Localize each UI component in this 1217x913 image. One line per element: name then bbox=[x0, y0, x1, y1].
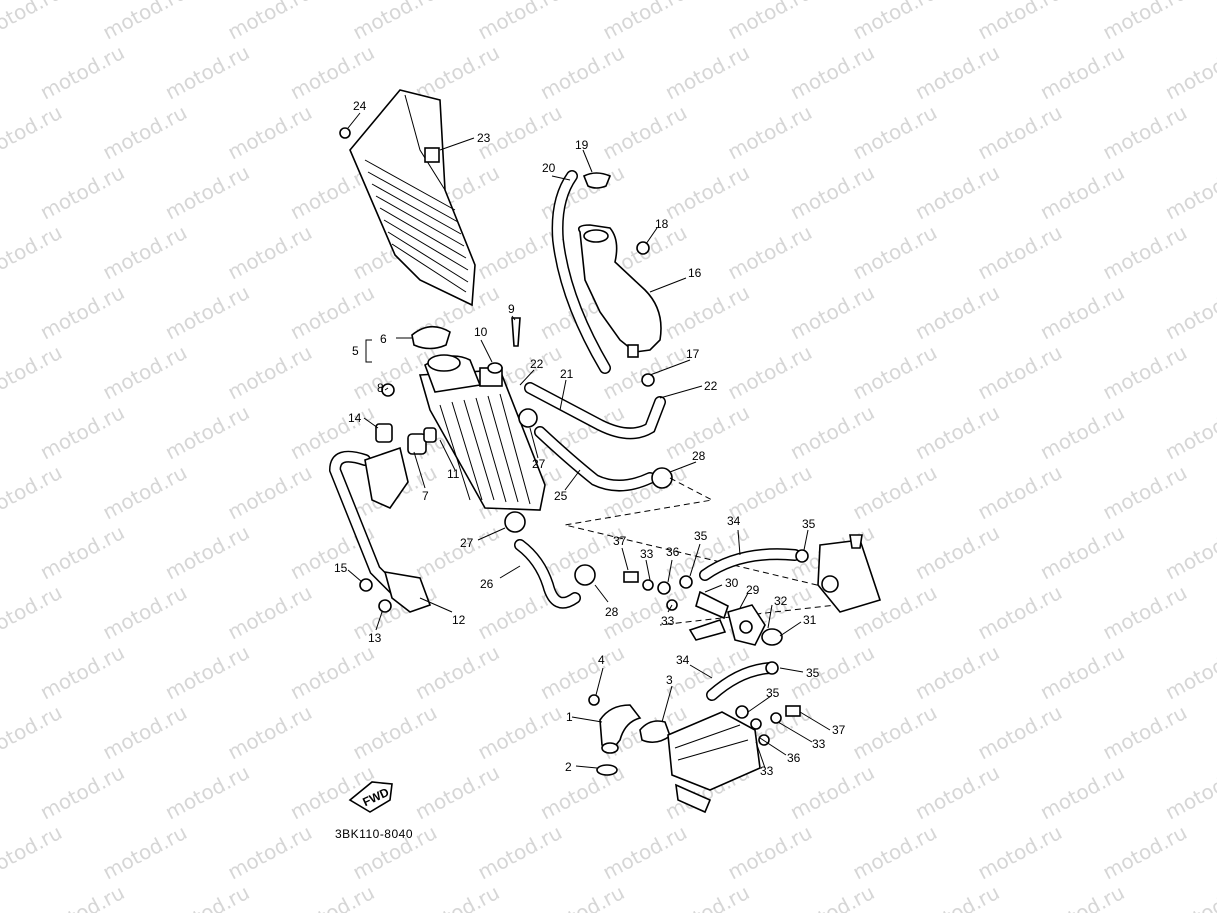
callout-10: 10 bbox=[474, 325, 488, 339]
callout-35-middle: 35 bbox=[694, 529, 708, 543]
leader-lines bbox=[347, 112, 831, 769]
callout-3: 3 bbox=[666, 673, 673, 687]
callout-22-upper: 22 bbox=[530, 357, 544, 371]
callout-37-upper: 37 bbox=[613, 534, 627, 548]
callout-4: 4 bbox=[598, 653, 605, 667]
thermostat-housing bbox=[688, 590, 783, 646]
cylinder-head bbox=[667, 705, 801, 814]
callout-21: 21 bbox=[560, 367, 574, 381]
callout-35-lower-a: 35 bbox=[806, 666, 820, 680]
callout-11: 11 bbox=[447, 467, 460, 481]
callout-30: 30 bbox=[725, 576, 739, 590]
callout-28-lower: 28 bbox=[605, 605, 619, 619]
callout-28-upper: 28 bbox=[692, 449, 706, 463]
callout-14: 14 bbox=[348, 411, 362, 425]
callout-35-lower-b: 35 bbox=[766, 686, 780, 700]
callout-1: 1 bbox=[566, 710, 573, 724]
callout-17: 17 bbox=[686, 347, 700, 361]
outlet-pipe bbox=[588, 694, 642, 776]
callout-33-upper: 33 bbox=[640, 547, 654, 561]
diagram-code: 3BK110-8040 bbox=[335, 827, 413, 841]
callout-12: 12 bbox=[452, 613, 466, 627]
bolt-9 bbox=[511, 317, 521, 347]
callout-33-lower-a: 33 bbox=[812, 737, 826, 751]
callout-35-upper: 35 bbox=[802, 517, 816, 531]
callout-19: 19 bbox=[575, 138, 589, 152]
callout-33-middle: 33 bbox=[661, 614, 675, 628]
callout-9: 9 bbox=[508, 302, 515, 316]
callout-29: 29 bbox=[746, 583, 760, 597]
fittings bbox=[623, 549, 809, 611]
callout-27-lower: 27 bbox=[460, 536, 474, 550]
callout-33-lower-b: 33 bbox=[760, 764, 774, 778]
callout-36-lower: 36 bbox=[787, 751, 801, 765]
callout-2: 2 bbox=[565, 760, 572, 774]
callout-16: 16 bbox=[688, 266, 702, 280]
callout-5: 5 bbox=[352, 344, 359, 358]
callout-20: 20 bbox=[542, 161, 556, 175]
callout-22-lower: 22 bbox=[704, 379, 718, 393]
callout-27-upper: 27 bbox=[532, 457, 546, 471]
radiator-cap bbox=[411, 325, 451, 350]
callout-13: 13 bbox=[368, 631, 382, 645]
callout-32: 32 bbox=[774, 594, 788, 608]
callout-labels: 24 23 20 19 18 16 9 6 5 10 22 21 17 22 8… bbox=[334, 99, 846, 778]
callout-24: 24 bbox=[353, 99, 367, 113]
callout-7: 7 bbox=[422, 489, 429, 503]
reservoir-tank bbox=[577, 172, 662, 358]
callout-31: 31 bbox=[803, 613, 817, 627]
gasket-3 bbox=[639, 720, 671, 744]
grommet-14 bbox=[375, 423, 393, 443]
callout-37-lower: 37 bbox=[832, 723, 846, 737]
fwd-arrow-icon: FWD bbox=[348, 781, 393, 813]
cylinder-fitting bbox=[817, 534, 882, 613]
callout-15: 15 bbox=[334, 561, 348, 575]
callout-34-lower: 34 bbox=[676, 653, 690, 667]
callout-8: 8 bbox=[377, 381, 384, 395]
callout-25: 25 bbox=[554, 489, 568, 503]
radiator-cover bbox=[339, 89, 476, 307]
callout-18: 18 bbox=[655, 217, 669, 231]
callout-23: 23 bbox=[477, 131, 491, 145]
callout-6: 6 bbox=[380, 332, 387, 346]
radiator-bracket bbox=[328, 446, 432, 613]
radiator-core bbox=[418, 354, 546, 511]
callout-34-upper: 34 bbox=[727, 514, 741, 528]
callout-26: 26 bbox=[480, 577, 494, 591]
callout-36-upper: 36 bbox=[666, 545, 680, 559]
